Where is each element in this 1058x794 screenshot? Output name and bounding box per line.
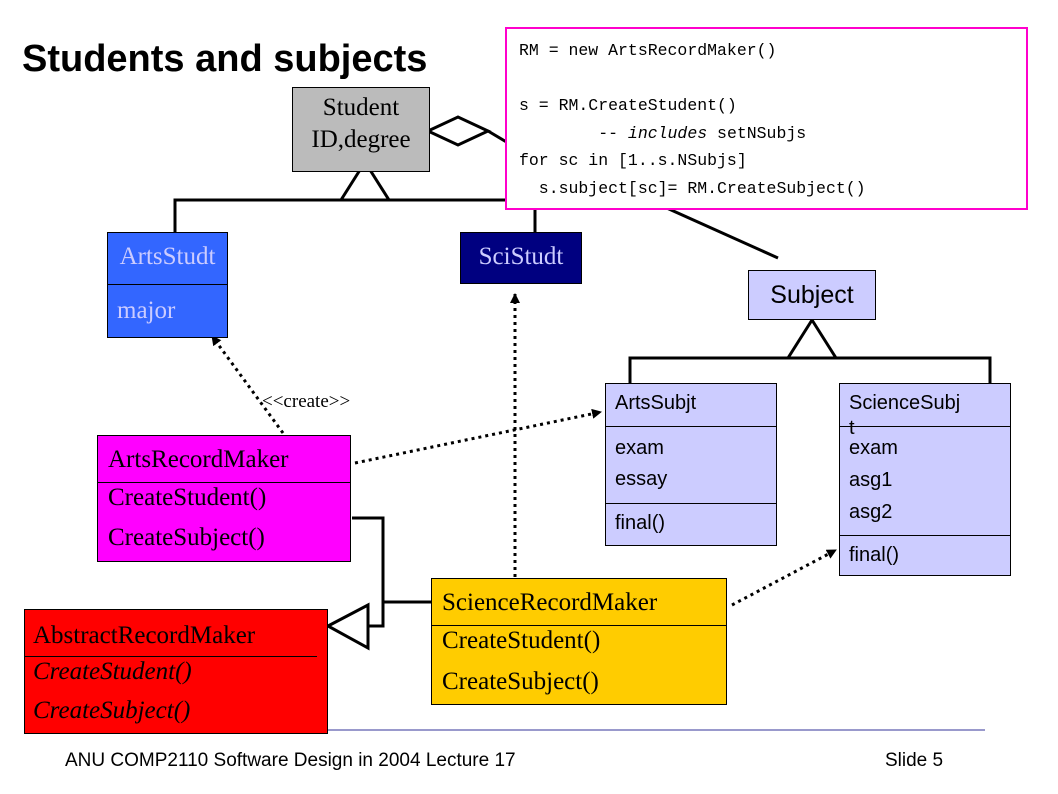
class-student: Student ID,degree	[292, 87, 430, 172]
class-abstract-record-maker: AbstractRecordMaker CreateStudent() Crea…	[24, 609, 328, 734]
class-arts-subjt-name: ArtsSubjt	[615, 392, 697, 414]
subject-inheritance-line	[628, 356, 992, 383]
class-arts-record-maker: ArtsRecordMaker CreateStudent() CreateSu…	[97, 435, 351, 562]
class-science-record-maker: ScienceRecordMaker CreateStudent() Creat…	[431, 578, 727, 705]
class-student-name: Student	[322, 94, 400, 121]
class-science-subj: ScienceSubj t exam asg1 asg2 final()	[839, 383, 1011, 576]
class-arts-studt-attrs: major	[117, 297, 176, 324]
class-arts-subjt: ArtsSubjt exam essay final()	[605, 383, 777, 546]
code-snippet-box: RM = new ArtsRecordMaker() ​ s = RM.Create…	[505, 27, 1028, 210]
code-line: RM = new ArtsRecordMaker()	[519, 41, 777, 60]
student-generalization-triangle	[338, 159, 392, 202]
class-science-record-maker-method-createsubject: CreateSubject()	[442, 668, 599, 695]
create-stereotype-label: <<create>>	[262, 391, 351, 412]
class-abstract-record-maker-method-createstudent: CreateStudent()	[33, 658, 192, 685]
subject-association-line	[659, 203, 779, 260]
class-science-record-maker-method-createstudent: CreateStudent()	[442, 627, 601, 654]
class-science-subj-method-final: final()	[849, 544, 900, 566]
code-line: for sc in [1..s.NSubjs]	[519, 151, 747, 170]
footer-slide-number: Slide 5	[885, 750, 944, 771]
class-student-attrs: ID,degree	[311, 126, 411, 153]
recordmaker-inheritance-line	[352, 516, 432, 628]
dependency-arrow-arts-studt	[210, 335, 285, 434]
class-science-subj-attr-asg1: asg1	[849, 469, 893, 491]
class-sci-studt: SciStudt	[460, 232, 582, 284]
class-arts-record-maker-method-createstudent: CreateStudent()	[108, 484, 267, 511]
slide-title: Students and subjects	[22, 38, 428, 80]
student-inheritance-line	[173, 198, 537, 235]
class-abstract-record-maker-name: AbstractRecordMaker	[33, 622, 256, 649]
class-abstract-record-maker-method-createsubject: CreateSubject()	[33, 697, 191, 724]
class-arts-studt: ArtsStudt major	[107, 232, 228, 338]
dependency-arrow-science-subj	[731, 548, 837, 607]
class-science-subj-name: ScienceSubj	[849, 392, 961, 414]
code-line: s.subject[sc]= RM.CreateSubject()	[519, 178, 866, 198]
class-arts-subjt-attr-exam: exam	[615, 437, 664, 459]
class-science-subj-attr-asg2: asg2	[849, 501, 893, 523]
aggregation-diamond	[424, 115, 492, 147]
class-subject: Subject	[748, 270, 876, 320]
class-sci-studt-name: SciStudt	[478, 243, 564, 270]
class-science-subj-attr-exam: exam	[849, 437, 898, 459]
class-arts-record-maker-method-createsubject: CreateSubject()	[108, 524, 265, 551]
footer-course: ANU COMP2110 Software Design in 2004 Lec…	[65, 750, 516, 771]
code-line: ​	[519, 65, 1026, 93]
code-line: -- includes setNSubjs	[519, 123, 807, 143]
code-line: s = RM.CreateStudent()	[519, 96, 737, 115]
recordmaker-generalization-triangle	[324, 602, 370, 651]
subject-generalization-triangle	[785, 317, 839, 360]
class-arts-studt-name: ArtsStudt	[119, 243, 216, 270]
class-science-record-maker-name: ScienceRecordMaker	[442, 589, 658, 616]
class-subject-name: Subject	[770, 281, 854, 309]
class-arts-subjt-attr-essay: essay	[615, 468, 668, 490]
class-science-subj-name-overflow: t	[849, 417, 855, 439]
class-arts-subjt-method-final: final()	[615, 512, 666, 534]
dependency-arrow-arts-subjt	[354, 408, 602, 465]
class-arts-record-maker-name: ArtsRecordMaker	[108, 446, 289, 473]
